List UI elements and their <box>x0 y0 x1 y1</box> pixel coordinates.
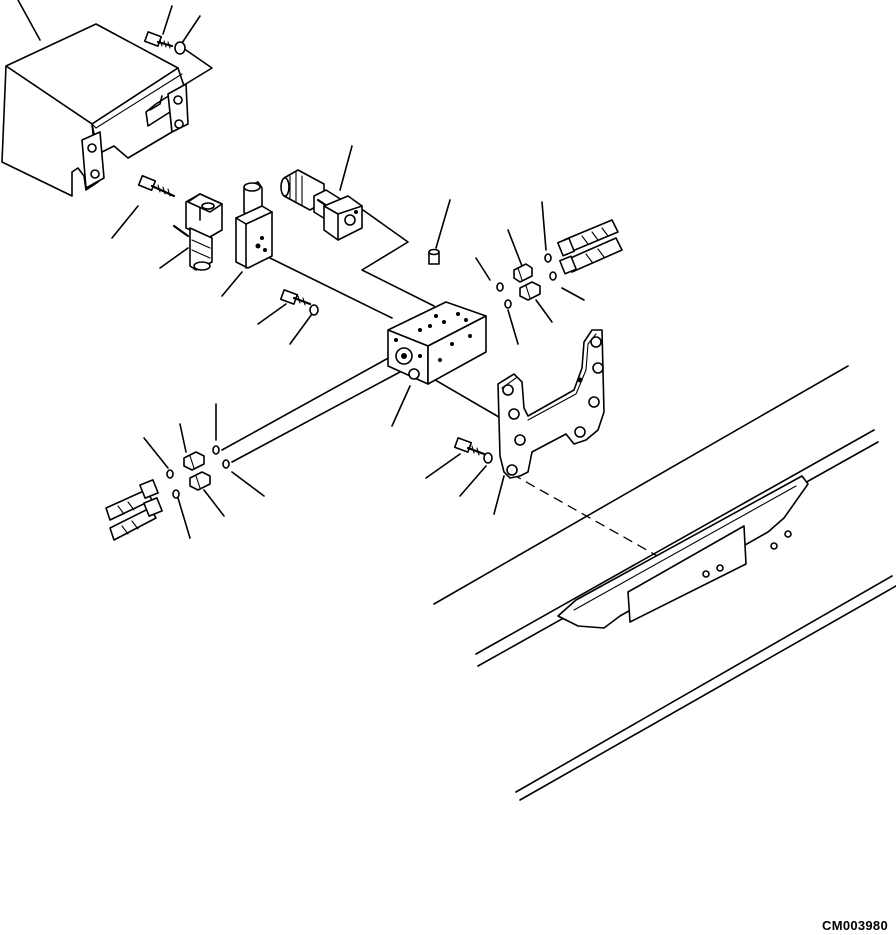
drawing-code: CM003980 <box>822 918 888 933</box>
hose-left-lower <box>110 498 162 540</box>
cover-bolt <box>145 32 172 48</box>
solenoid-valve <box>174 194 222 270</box>
o-ring-right-a <box>497 283 503 291</box>
elbow-fitting-left-a <box>184 452 204 470</box>
solenoid-valve-bolt <box>139 176 174 196</box>
machine-frame <box>434 366 896 800</box>
hose-right-lower <box>560 238 622 274</box>
hose-right-upper <box>558 220 618 256</box>
o-ring-right-b <box>505 300 511 308</box>
bracket-bolt <box>455 438 484 455</box>
o-ring-left-a <box>213 446 219 454</box>
plug <box>429 250 439 265</box>
elbow-fitting-right-a <box>514 264 532 282</box>
o-ring-left-c <box>167 470 173 478</box>
o-ring-left-b <box>223 460 229 468</box>
leader-lines <box>18 0 584 538</box>
reducing-valve <box>236 182 272 268</box>
cover <box>2 24 188 196</box>
manifold-block <box>388 302 486 384</box>
pressure-switch <box>281 170 362 240</box>
o-ring-right-d <box>550 272 556 280</box>
elbow-fitting-left-b <box>190 472 210 490</box>
cover-washer <box>175 42 185 54</box>
manifold-bolt <box>281 290 310 305</box>
manifold-washer <box>310 305 318 315</box>
o-ring-left-d <box>173 490 179 498</box>
bracket-washer <box>484 453 492 463</box>
elbow-fitting-right-b <box>520 282 540 300</box>
o-ring-right-c <box>545 254 551 262</box>
hose-left-upper <box>106 480 158 520</box>
mounting-bracket <box>498 330 604 478</box>
